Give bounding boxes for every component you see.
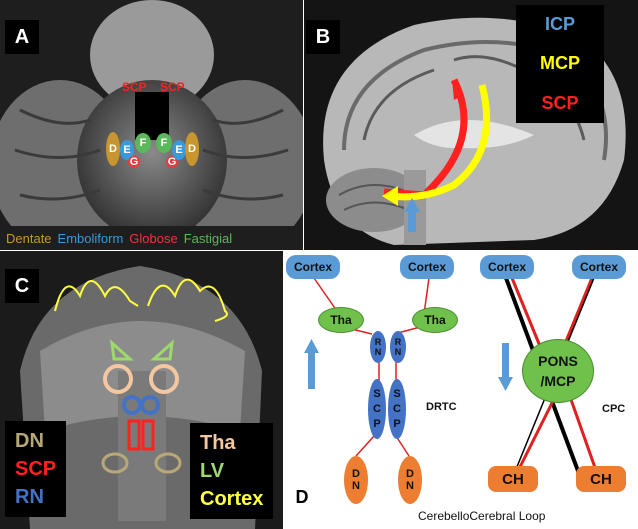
dentate-left: D	[106, 132, 120, 166]
legend-icp: ICP	[544, 14, 575, 35]
axial-mri-image	[0, 0, 303, 250]
legend-right-box: Tha LV Cortex	[190, 423, 274, 519]
scp-right-marker	[141, 419, 155, 451]
fourth-ventricle	[135, 92, 169, 140]
panel-b: B ICP MCP SCP	[304, 0, 638, 250]
tha-left-marker	[103, 364, 133, 394]
legend-left-box: DN SCP RN	[5, 421, 67, 517]
emboliform-left: E	[120, 140, 134, 160]
cortex-node-drtc-left: Cortex	[286, 255, 340, 279]
lv-right-marker	[150, 339, 174, 361]
cortex-node-cpc-right: Cortex	[572, 255, 626, 279]
scp-label-left: SCP	[122, 80, 147, 94]
dn-right-marker	[154, 452, 182, 474]
tha-node-left: Tha	[318, 307, 364, 333]
tha-node-right: Tha	[412, 307, 458, 333]
panel-d-label: D	[295, 486, 309, 507]
cpc-label: CPC	[602, 403, 626, 415]
legend-scp: SCP	[541, 92, 579, 113]
panel-b-label: B	[306, 20, 340, 54]
globose-left: G	[128, 156, 140, 168]
fastigial-left: F	[135, 133, 151, 153]
legend-globose: Globose	[129, 230, 178, 246]
panel-c: C DN SCP RN Tha LV Cortex	[0, 251, 283, 529]
cortex-node-cpc-left: Cortex	[480, 255, 534, 279]
legend-mcp: MCP	[540, 53, 580, 74]
cortex-node-drtc-right: Cortex	[400, 255, 454, 279]
legend-rn: RN	[15, 486, 44, 508]
legend-emboliform: Emboliform	[57, 230, 124, 246]
legend-cortex: Cortex	[200, 488, 264, 510]
loop-caption: CerebelloCerebral Loop	[418, 509, 546, 523]
scp-label-right: SCP	[160, 80, 185, 94]
legend-scp-c: SCP	[15, 458, 57, 480]
legend-lv: LV	[200, 460, 225, 482]
scp-left-marker	[127, 419, 141, 451]
peduncle-legend: ICP MCP SCP	[516, 5, 604, 123]
legend-dn: DN	[15, 430, 44, 452]
dn-left-marker	[101, 452, 129, 474]
emboliform-right: E	[172, 140, 186, 160]
panel-a: A SCP SCP D E G F F G E D Dentate Emboli…	[0, 0, 303, 250]
legend-fastigial: Fastigial	[183, 230, 233, 246]
cortex-outline	[54, 278, 228, 322]
dentate-right: D	[185, 132, 199, 166]
drtc-label: DRTC	[426, 401, 457, 413]
mcp-pathway-line	[389, 84, 491, 201]
lv-left-marker	[110, 339, 134, 361]
panel-a-label: A	[5, 20, 39, 54]
legend-tha: Tha	[200, 432, 236, 454]
tha-right-marker	[149, 364, 179, 394]
nuclei-legend: Dentate Emboliform Globose Fastigial	[0, 226, 303, 250]
panel-c-label: C	[5, 269, 39, 303]
rn-right-marker	[140, 395, 160, 415]
ch-node-right: CH	[576, 466, 626, 492]
legend-dentate: Dentate	[6, 230, 52, 246]
pons-mcp-node: PONS/MCP	[522, 339, 594, 403]
fastigial-right: F	[156, 133, 172, 153]
ch-node-left: CH	[488, 466, 538, 492]
